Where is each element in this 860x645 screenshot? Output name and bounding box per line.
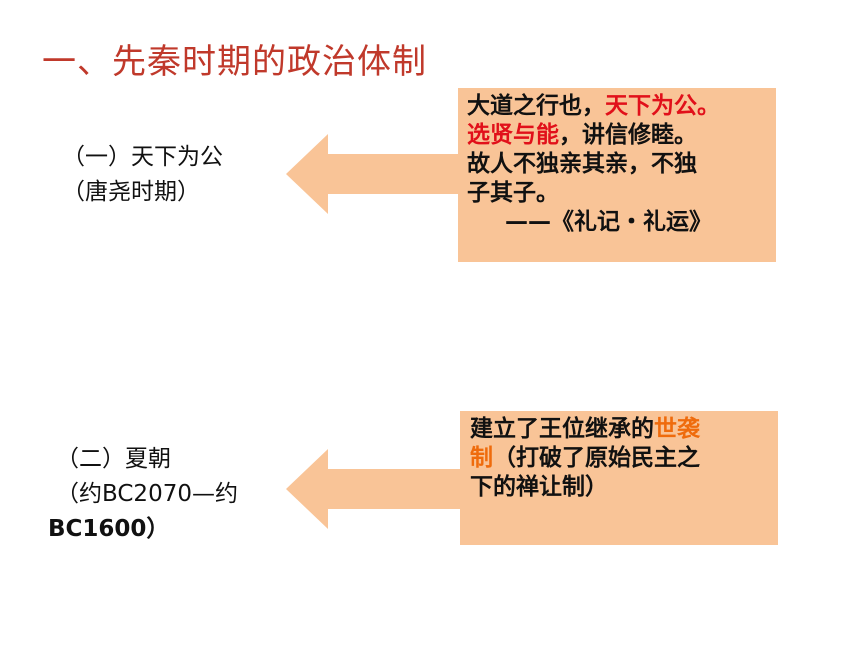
quote-line-3: 故人不独亲其亲，不独 <box>467 151 697 177</box>
section1-label-line1: （一）天下为公 <box>62 144 223 170</box>
quote-line-2: 选贤与能，讲信修睦。 <box>467 121 776 150</box>
info-line-1: 建立了王位继承的世袭 <box>470 415 778 444</box>
quote-source: ——《礼记・礼运》 <box>505 209 712 235</box>
info-line-1-text: 建立了王位继承的 <box>470 416 654 442</box>
info-line-2-text: （打破了原始民主之 <box>493 445 700 471</box>
quote-highlight-tianxiaweigong: 天下为公。 <box>605 93 720 119</box>
section1-label: （一）天下为公 （唐尧时期） <box>62 140 223 210</box>
info-highlight-shixi: 世袭 <box>654 416 700 442</box>
section2-label-line3: BC1600） <box>48 516 170 542</box>
quote-highlight-xuanxianyuneng: 选贤与能 <box>467 122 559 148</box>
info-line-2: 制（打破了原始民主之 <box>470 444 778 473</box>
section2-label-line2: （约BC2070—约 <box>56 481 238 507</box>
section2-info-box: 建立了王位继承的世袭 制（打破了原始民主之 下的禅让制） <box>460 411 778 545</box>
section2-label-line1: （二）夏朝 <box>56 446 171 472</box>
left-arrow-icon <box>286 449 460 529</box>
section1-quote-box: 大道之行也，天下为公。 选贤与能，讲信修睦。 故人不独亲其亲，不独 子其子。 —… <box>458 88 776 262</box>
quote-line-4: 子其子。 <box>467 180 559 206</box>
quote-line-1: 大道之行也，天下为公。 <box>467 92 776 121</box>
quote-line-2-text: ，讲信修睦。 <box>559 122 697 148</box>
section2-label: （二）夏朝 （约BC2070—约 BC1600） <box>48 442 238 547</box>
info-highlight-zhi: 制 <box>470 445 493 471</box>
section1-label-line2: （唐尧时期） <box>62 179 200 205</box>
left-arrow-icon <box>286 134 458 214</box>
page-title: 一、先秦时期的政治体制 <box>42 42 427 82</box>
quote-line-1-text: 大道之行也， <box>467 93 605 119</box>
info-line-3: 下的禅让制） <box>470 474 608 500</box>
